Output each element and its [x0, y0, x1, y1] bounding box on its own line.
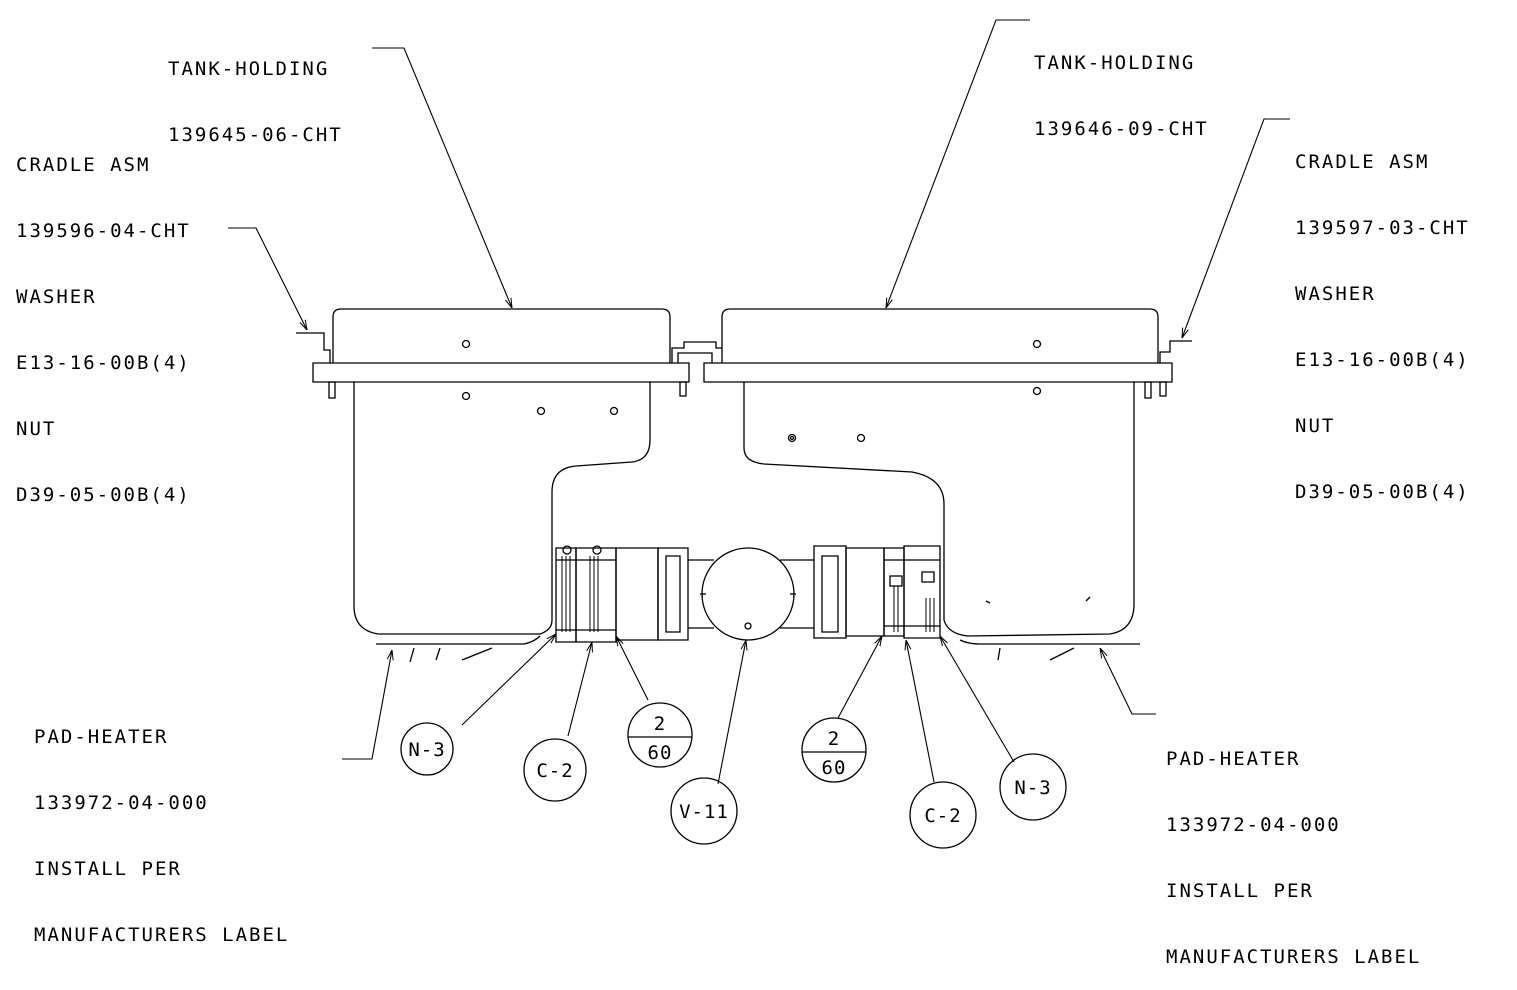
heater-pads [376, 636, 1140, 662]
pad-right-callout: PAD-HEATER 133972-04-000 INSTALL PER MAN… [1166, 704, 1421, 990]
tank-right-line-1: TANK-HOLDING [1034, 52, 1196, 74]
cradle-right-callout: CRADLE ASM 139597-03-CHT WASHER E13-16-0… [1295, 107, 1470, 525]
pad-right-line-2: 133972-04-000 [1166, 814, 1341, 836]
pad-left-line-4: MANUFACTURERS LABEL [34, 924, 290, 946]
bubble-c2-right [910, 782, 976, 848]
tank-left-line-2: 139645-06-CHT [168, 124, 343, 146]
cradle-right-line-6: D39-05-00B(4) [1295, 481, 1470, 503]
drain-piping [556, 546, 940, 642]
center-bracket [672, 342, 722, 363]
bubble-c2-right-text: C-2 [924, 805, 961, 827]
cradle-left-line-5: NUT [16, 418, 57, 440]
bubble-n3-right [1000, 754, 1066, 820]
bubble-v11 [671, 778, 737, 844]
bubble-qty-left [628, 703, 692, 767]
cradle-right-line-3: WASHER [1295, 283, 1376, 305]
cradle-left-line-6: D39-05-00B(4) [16, 484, 191, 506]
cradle-left-line-1: CRADLE ASM [16, 154, 151, 176]
left-holding-tank [296, 309, 689, 634]
tank-left-line-1: TANK-HOLDING [168, 58, 330, 80]
pad-left-line-2: 133972-04-000 [34, 792, 209, 814]
pad-left-line-3: INSTALL PER [34, 858, 182, 880]
callout-bubbles [401, 703, 1066, 848]
cradle-right-line-5: NUT [1295, 415, 1336, 437]
leader-lines [228, 20, 1290, 784]
tank-right-callout: TANK-HOLDING 139646-09-CHT [1034, 8, 1209, 162]
bubble-v11-text: V-11 [679, 801, 729, 823]
bubble-qty-left-top-text: 2 [654, 713, 666, 735]
pad-right-line-4: MANUFACTURERS LABEL [1166, 946, 1422, 968]
pad-left-line-1: PAD-HEATER [34, 726, 169, 748]
bubble-n3-right-text: N-3 [1014, 777, 1051, 799]
bubble-c2-left-text: C-2 [536, 760, 573, 782]
technical-drawing: N-3 C-2 2 60 V-11 2 60 C-2 N-3 [0, 0, 1517, 856]
bubble-qty-right-top-text: 2 [828, 728, 840, 750]
pad-right-line-3: INSTALL PER [1166, 880, 1314, 902]
cradle-left-line-3: WASHER [16, 286, 97, 308]
cradle-right-line-2: 139597-03-CHT [1295, 217, 1470, 239]
cradle-right-line-1: CRADLE ASM [1295, 151, 1430, 173]
bubble-qty-right-bottom-text: 60 [822, 757, 847, 779]
bubble-n3-left-text: N-3 [408, 739, 445, 761]
cradle-left-callout: CRADLE ASM 139596-04-CHT WASHER E13-16-0… [16, 110, 191, 528]
cradle-right-line-4: E13-16-00B(4) [1295, 349, 1470, 371]
bubble-n3-left [401, 723, 453, 775]
cradle-left-line-2: 139596-04-CHT [16, 220, 191, 242]
right-holding-tank [704, 309, 1192, 636]
bubble-c2-left [524, 739, 586, 801]
bubble-qty-left-bottom-text: 60 [648, 742, 673, 764]
pad-right-line-1: PAD-HEATER [1166, 748, 1301, 770]
tank-right-line-2: 139646-09-CHT [1034, 118, 1209, 140]
tank-left-callout: TANK-HOLDING 139645-06-CHT [168, 14, 343, 168]
pad-left-callout: PAD-HEATER 133972-04-000 INSTALL PER MAN… [34, 682, 289, 968]
bubble-qty-right [802, 718, 866, 782]
cradle-left-line-4: E13-16-00B(4) [16, 352, 191, 374]
